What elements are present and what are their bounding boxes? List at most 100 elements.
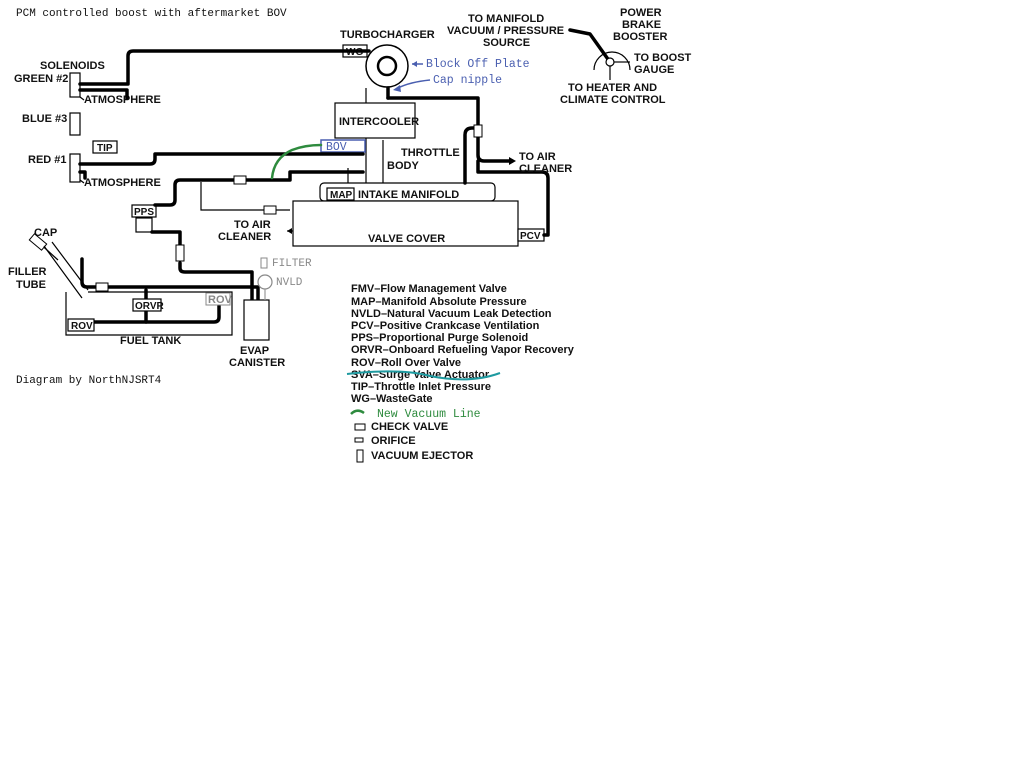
legend-item: WG–WasteGate <box>351 393 433 405</box>
check-valve-2 <box>263 205 277 215</box>
solenoids-group: SOLENOIDS GREEN #2 ATMOSPHERE BLUE #3 RE… <box>14 60 161 189</box>
legend-item: PCV–Positive Crankcase Ventilation <box>351 320 540 332</box>
hose-manifold-source <box>568 28 612 64</box>
boost-gauge-label-2: GAUGE <box>634 64 674 76</box>
check-valve-legend-icon <box>354 423 366 431</box>
legend-item: NVLD–Natural Vacuum Leak Detection <box>351 308 552 320</box>
vacuum-ejector-legend-icon <box>356 449 364 463</box>
legend-item: ORVR–Onboard Refueling Vapor Recovery <box>351 344 575 356</box>
red-solenoid <box>69 153 81 183</box>
sva-strikethrough <box>346 370 501 381</box>
new-vacuum-line-swatch <box>350 409 365 415</box>
hose-rov <box>92 304 221 324</box>
filter-label: FILTER <box>272 258 312 270</box>
hose-wg-green <box>78 49 371 86</box>
check-valve-legend: CHECK VALVE <box>371 421 448 433</box>
turbocharger-label: TURBOCHARGER <box>340 29 435 41</box>
atmosphere-top-label: ATMOSPHERE <box>84 94 161 106</box>
cap-nipple-arrow <box>397 79 431 89</box>
vacuum-ejector <box>175 244 185 262</box>
cap-nipple-note: Cap nipple <box>433 74 502 87</box>
cap-nipple-arrowhead <box>393 85 401 92</box>
orifice-legend-icon <box>354 437 364 443</box>
green-solenoid-label: GREEN #2 <box>14 73 68 85</box>
nvld-valve <box>257 274 273 290</box>
fuel-tank-outline <box>65 291 233 336</box>
orvr-tag-label: ORVR <box>135 301 164 312</box>
evap-label-1: EVAP <box>240 345 269 357</box>
bov-tag-label: BOV <box>326 141 347 154</box>
legend-item: PPS–Proportional Purge Solenoid <box>351 332 528 344</box>
blue-solenoid <box>69 112 81 136</box>
manifold-source-label-1: TO MANIFOLD <box>468 13 544 25</box>
evap-group: EVAP CANISTER FILTER NVLD <box>229 257 312 369</box>
pps-tag <box>131 204 157 218</box>
hose-turbo-air-cleaner <box>386 96 514 163</box>
manifold-source-label-3: SOURCE <box>483 37 530 49</box>
hose-red-atmo <box>78 170 87 180</box>
thin-line-checkvalve <box>200 182 290 211</box>
legend-item: TIP–Throttle Inlet Pressure <box>351 381 491 393</box>
pps-tag-label: PPS <box>134 207 154 218</box>
fuel-tank-label: FUEL TANK <box>120 335 181 347</box>
map-tag-label: MAP <box>330 190 353 201</box>
atmosphere-bottom-leader <box>79 179 85 184</box>
pps-solenoid <box>135 217 153 233</box>
hose-manifold-loop <box>463 126 480 185</box>
diagram-credit: Diagram by NorthNJSRT4 <box>16 375 162 387</box>
new-vacuum-line-legend: New Vacuum Line <box>377 408 481 421</box>
new-vacuum-line <box>270 143 323 180</box>
boost-gauge-label-1: TO BOOST <box>634 52 692 64</box>
evap-canister <box>243 299 270 341</box>
tip-tag <box>92 140 118 154</box>
heater-label-1: TO HEATER AND <box>568 82 657 94</box>
diagram-title: PCM controlled boost with aftermarket BO… <box>16 8 287 20</box>
filler-tube-label-2: TUBE <box>16 279 46 291</box>
brake-booster-label-3: BOOSTER <box>613 31 667 43</box>
rov-tag-left-label: ROV <box>71 321 93 332</box>
filler-tube-label-1: FILLER <box>8 266 47 278</box>
hose-red-throttle <box>78 152 365 166</box>
pcv-tag-label: PCV <box>520 231 541 242</box>
brake-booster-label-2: BRAKE <box>622 19 661 31</box>
check-valve-4 <box>473 124 483 138</box>
valve-cover <box>292 200 519 247</box>
hose-pps-down <box>150 230 182 247</box>
rov-tag-right-label: ROV <box>208 294 233 306</box>
orvr-tag <box>132 298 162 312</box>
to-air-cleaner-left-1: TO AIR <box>234 219 271 231</box>
map-tag <box>326 187 355 201</box>
nvld-label: NVLD <box>276 277 303 289</box>
solenoids-label: SOLENOIDS <box>40 60 105 72</box>
atmosphere-bottom-label: ATMOSPHERE <box>84 177 161 189</box>
air-cleaner-left-arrow <box>287 228 292 234</box>
turbocharger-group: TURBOCHARGER WG Block Off Plate Cap nipp… <box>340 29 530 100</box>
intercooler <box>334 102 416 139</box>
air-cleaner-right-arrow <box>509 157 516 165</box>
cap-label: CAP <box>34 227 57 239</box>
booster-tee <box>605 57 615 67</box>
legend-item: FMV–Flow Management Valve <box>351 283 507 295</box>
intake-manifold-label: INTAKE MANIFOLD <box>358 189 459 201</box>
to-air-cleaner-left-2: CLEANER <box>218 231 271 243</box>
heater-label-2: CLIMATE CONTROL <box>560 94 666 106</box>
filler-tube <box>43 241 89 299</box>
red-solenoid-label: RED #1 <box>28 154 67 166</box>
evap-label-2: CANISTER <box>229 357 285 369</box>
abbreviation-legend: FMV–Flow Management Valve MAP–Manifold A… <box>346 283 575 405</box>
fuel-tank-group: CAP FILLER TUBE FUEL TANK ORVR ROV ROV <box>8 227 233 347</box>
hose-green-atmo <box>78 88 129 100</box>
rov-tag-right <box>205 292 231 306</box>
check-valve-symbols <box>95 124 483 292</box>
vacuum-hoses <box>78 49 550 324</box>
symbol-legend: New Vacuum Line CHECK VALVE ORIFICE VACU… <box>350 408 481 463</box>
green-solenoid <box>69 72 81 98</box>
manifold-source-label-2: VACUUM / PRESSURE <box>447 25 564 37</box>
brake-booster-group: TO MANIFOLD VACUUM / PRESSURE SOURCE POW… <box>447 7 692 106</box>
block-off-arrowhead <box>412 61 417 67</box>
hose-throttle-pps <box>153 170 365 207</box>
turbocharger-inlet <box>376 55 398 77</box>
intercooler-label: INTERCOOLER <box>339 116 419 128</box>
to-air-cleaner-right-1: TO AIR <box>519 151 556 163</box>
